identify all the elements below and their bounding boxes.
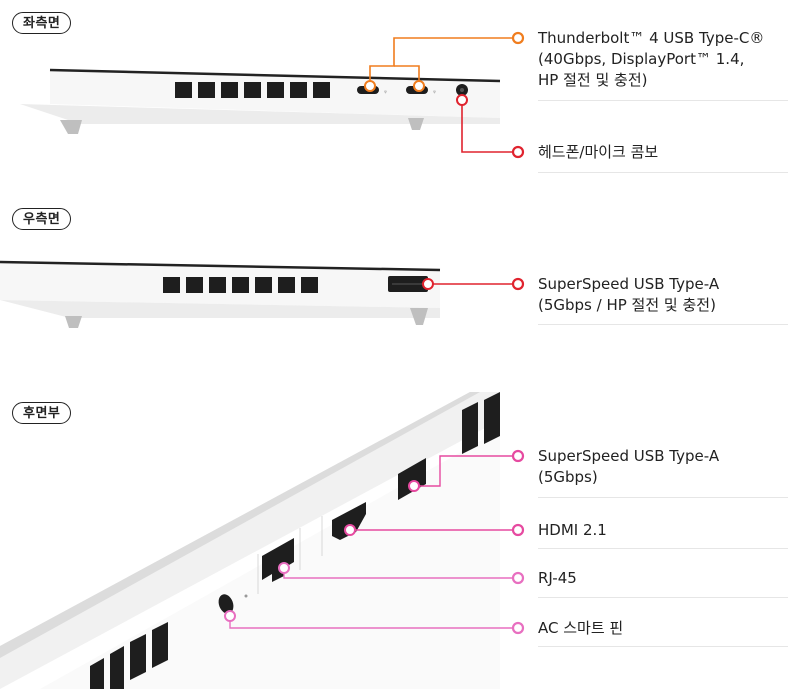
section-tag-rear: 후면부 [12, 402, 72, 424]
port-label-thunderbolt: Thunderbolt™ 4 USB Type-C® (40Gbps, Disp… [538, 28, 788, 91]
divider [538, 100, 788, 101]
svg-text:ᵠ: ᵠ [384, 89, 387, 97]
port-label-line: (5Gbps) [538, 468, 598, 486]
port-label-headphone-combo: 헤드폰/마이크 콤보 [538, 142, 788, 163]
section-tag-left-side: 좌측면 [12, 12, 72, 34]
port-label-line: HP 절전 및 충전) [538, 71, 648, 89]
port-label-line: (5Gbps / HP 절전 및 충전) [538, 296, 716, 314]
port-label-line: Thunderbolt™ 4 USB Type-C® [538, 29, 765, 47]
svg-text:ᵠ: ᵠ [433, 89, 436, 97]
port-label-usb-a-right: SuperSpeed USB Type-A (5Gbps / HP 절전 및 충… [538, 274, 788, 316]
port-label-hdmi: HDMI 2.1 [538, 520, 788, 541]
divider [538, 548, 788, 549]
section-tag-right-side: 우측면 [12, 208, 72, 230]
port-label-line: AC 스마트 핀 [538, 619, 624, 637]
divider [538, 497, 788, 498]
port-label-usb-a-rear: SuperSpeed USB Type-A (5Gbps) [538, 446, 788, 488]
divider [538, 172, 788, 173]
port-label-line: SuperSpeed USB Type-A [538, 447, 720, 465]
divider [538, 324, 788, 325]
port-label-line: 헤드폰/마이크 콤보 [538, 143, 659, 161]
port-label-ac-smart-pin: AC 스마트 핀 [538, 618, 788, 639]
divider [538, 597, 788, 598]
port-label-line: HDMI 2.1 [538, 521, 607, 539]
port-label-line: SuperSpeed USB Type-A [538, 275, 720, 293]
port-label-line: RJ-45 [538, 569, 577, 587]
divider [538, 646, 788, 647]
port-label-rj45: RJ-45 [538, 568, 788, 589]
port-label-line: (40Gbps, DisplayPort™ 1.4, [538, 50, 745, 68]
